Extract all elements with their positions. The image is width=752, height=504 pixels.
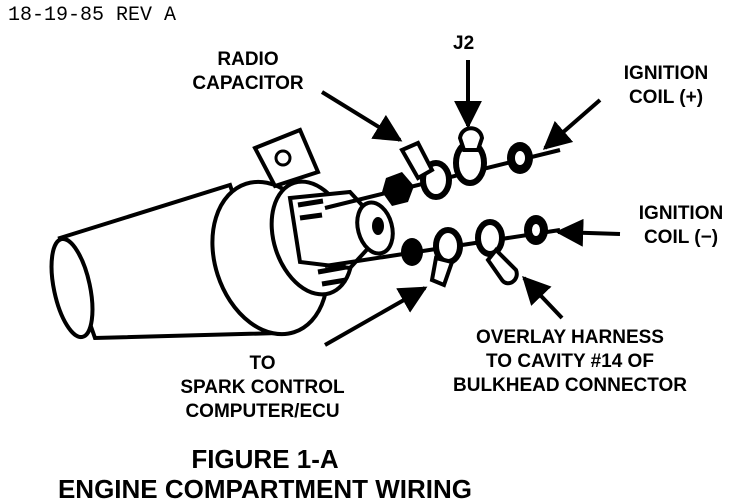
arrow-spark-control bbox=[324, 286, 428, 347]
label-radio-capacitor: RADIO CAPACITOR bbox=[192, 49, 304, 94]
figure-caption: ENGINE COMPARTMENT WIRING bbox=[57, 474, 473, 504]
label-ignition-coil-pos: IGNITION COIL (+) bbox=[623, 63, 709, 108]
document-code: 18-19-85 REV A bbox=[8, 4, 177, 27]
negative-stud-hardware bbox=[324, 215, 561, 288]
label-spark-control: TO SPARK CONTROL COMPUTER/ECU bbox=[180, 353, 345, 422]
figure-title: FIGURE 1-A ENGINE COMPARTMENT WIRING bbox=[0, 444, 530, 504]
ignition-coil-body bbox=[49, 127, 395, 341]
label-j2: J2 bbox=[453, 33, 475, 54]
positive-stud-hardware bbox=[324, 126, 561, 210]
figure-number: FIGURE 1-A bbox=[191, 444, 339, 474]
leader-arrows bbox=[320, 60, 621, 347]
arrow-ignition-coil-neg bbox=[555, 218, 621, 247]
label-overlay-harness: OVERLAY HARNESS TO CAVITY #14 OF BULKHEA… bbox=[453, 327, 687, 396]
arrow-ignition-coil-pos bbox=[542, 98, 602, 150]
arrow-overlay-harness bbox=[522, 275, 564, 320]
label-ignition-coil-neg: IGNITION COIL (−) bbox=[638, 203, 724, 248]
arrow-radio-capacitor bbox=[320, 90, 403, 142]
